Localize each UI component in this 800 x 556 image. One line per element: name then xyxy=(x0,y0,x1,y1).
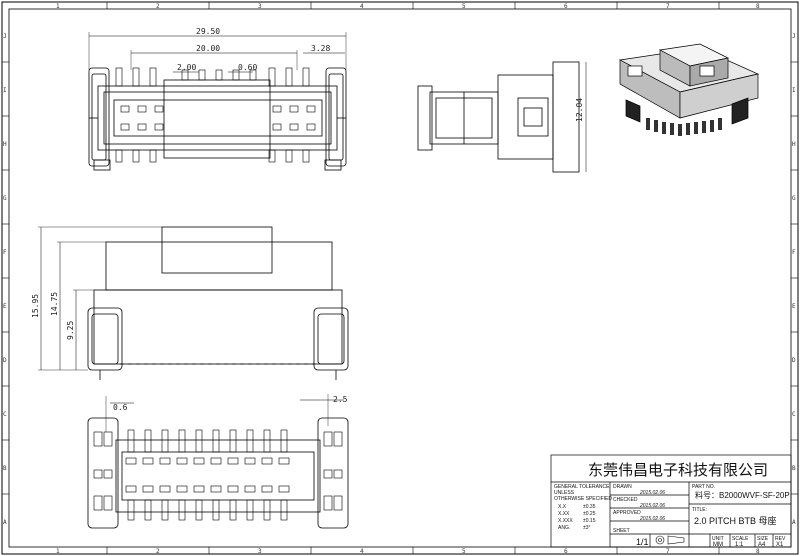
company-name: 东莞伟昌电子科技有限公司 xyxy=(588,462,768,479)
approved-label: APPROVED xyxy=(613,510,641,516)
tolerance-value-1: ±0.25 xyxy=(583,511,596,517)
rev-label: REV xyxy=(775,536,786,542)
unit-value: MM xyxy=(713,542,723,548)
row-label-f-right: F xyxy=(792,249,796,256)
row-label-e-right: E xyxy=(792,303,796,310)
row-label-i-right: I xyxy=(792,87,796,94)
row-label-g-right: G xyxy=(792,195,796,202)
row-label-e: E xyxy=(3,303,7,310)
col-label-5-bottom: 5 xyxy=(462,548,466,555)
column-labels: 1 2 3 4 5 6 7 8 xyxy=(56,3,760,10)
tolerance-label-2: X.XXX xyxy=(558,518,573,524)
dim-top-total: 29.50 xyxy=(196,27,220,36)
row-label-d: D xyxy=(3,357,7,364)
title-value: 2.0 PITCH BTB 母座 xyxy=(694,515,777,526)
sheet-value: 1/1 xyxy=(636,537,649,547)
title-label: TITLE: xyxy=(692,507,707,513)
col-label-5: 5 xyxy=(462,3,466,10)
column-labels-bottom: 1 2 3 4 5 6 7 8 xyxy=(56,548,760,555)
scale-label: SCALE xyxy=(732,536,749,542)
col-label-3: 3 xyxy=(258,3,262,10)
dim-bottom-left: 0.6 xyxy=(113,403,128,412)
tolerance-value-0: ±0.35 xyxy=(583,504,596,510)
tolerance-label-1: X.XX xyxy=(558,511,570,517)
dim-top-gap: 0.60 xyxy=(238,63,257,72)
row-label-i: I xyxy=(3,87,7,94)
dim-front-h3: 9.25 xyxy=(66,321,75,340)
title-block xyxy=(550,454,792,548)
tolerance-label-0: X.X xyxy=(558,504,567,510)
row-label-a: A xyxy=(3,519,7,526)
col-label-7: 7 xyxy=(666,3,670,10)
col-label-6: 6 xyxy=(564,3,568,10)
col-label-1-bottom: 1 xyxy=(56,548,60,555)
isometric-view xyxy=(618,43,760,136)
col-label-4-bottom: 4 xyxy=(360,548,364,555)
col-label-3-bottom: 3 xyxy=(258,548,262,555)
dim-top-pitch: 2.00 xyxy=(177,63,196,72)
col-label-2: 2 xyxy=(156,3,160,10)
dim-side-height: 12.04 xyxy=(575,98,584,122)
size-value: A4 xyxy=(758,542,766,548)
bottom-view xyxy=(87,394,349,529)
dim-top-side: 3.28 xyxy=(311,44,330,53)
row-label-g: G xyxy=(3,195,7,202)
col-label-7-bottom: 7 xyxy=(666,548,670,555)
rev-value: X1 xyxy=(776,542,784,548)
unit-label: UNIT xyxy=(712,536,724,542)
part-no-value: 料号：B2000WVF-SF-20P xyxy=(695,490,790,500)
row-label-c: C xyxy=(3,411,7,418)
row-label-h: H xyxy=(3,141,7,148)
drawn-date: 2015.02.06 xyxy=(639,490,665,496)
tolerance-value-2: ±0.15 xyxy=(583,518,596,524)
row-label-j: J xyxy=(3,33,7,40)
row-label-j-right: J xyxy=(792,33,796,40)
row-label-d-right: D xyxy=(792,357,796,364)
row-label-b: B xyxy=(3,465,7,472)
checked-label: CHECKED xyxy=(613,497,638,503)
tolerance-otherwise: OTHERWISE SPECIFIED xyxy=(554,496,612,502)
tolerance-label-3: ANG. xyxy=(558,525,570,531)
front-view xyxy=(38,226,349,380)
row-labels-left: J I H G F E D C B A xyxy=(3,33,7,526)
dim-front-h2: 14.75 xyxy=(50,292,59,316)
part-no-label: PART NO. xyxy=(692,484,715,490)
sheet-label: SHEET xyxy=(613,528,630,534)
col-label-8: 8 xyxy=(756,3,760,10)
dim-bottom-right: 2.5 xyxy=(333,395,348,404)
size-label: SIZE xyxy=(757,536,769,542)
side-view xyxy=(417,61,587,173)
approved-date: 2015.02.06 xyxy=(639,516,665,522)
col-label-8-bottom: 8 xyxy=(756,548,760,555)
dim-top-inner: 20.00 xyxy=(196,44,220,53)
row-label-c-right: C xyxy=(792,411,796,418)
col-label-2-bottom: 2 xyxy=(156,548,160,555)
dim-front-h1: 15.95 xyxy=(31,294,40,318)
top-view xyxy=(88,32,347,171)
row-labels-right: J I H G F E D C B A xyxy=(792,33,796,526)
projection-symbol-icon xyxy=(655,535,685,545)
row-label-b-right: B xyxy=(792,465,796,472)
tolerance-unless: UNLESS xyxy=(554,490,575,496)
col-label-6-bottom: 6 xyxy=(564,548,568,555)
tolerance-title: GENERAL TOLERANCE xyxy=(554,484,610,490)
scale-value: 1:1 xyxy=(735,542,744,548)
drawn-label: DRAWN xyxy=(613,484,632,490)
checked-date: 2015.02.06 xyxy=(639,503,665,509)
col-label-4: 4 xyxy=(360,3,364,10)
row-label-h-right: H xyxy=(792,141,796,148)
col-label-1: 1 xyxy=(56,3,60,10)
row-label-a-right: A xyxy=(792,519,796,526)
tolerance-value-3: ±3° xyxy=(583,525,591,531)
row-label-f: F xyxy=(3,249,7,256)
